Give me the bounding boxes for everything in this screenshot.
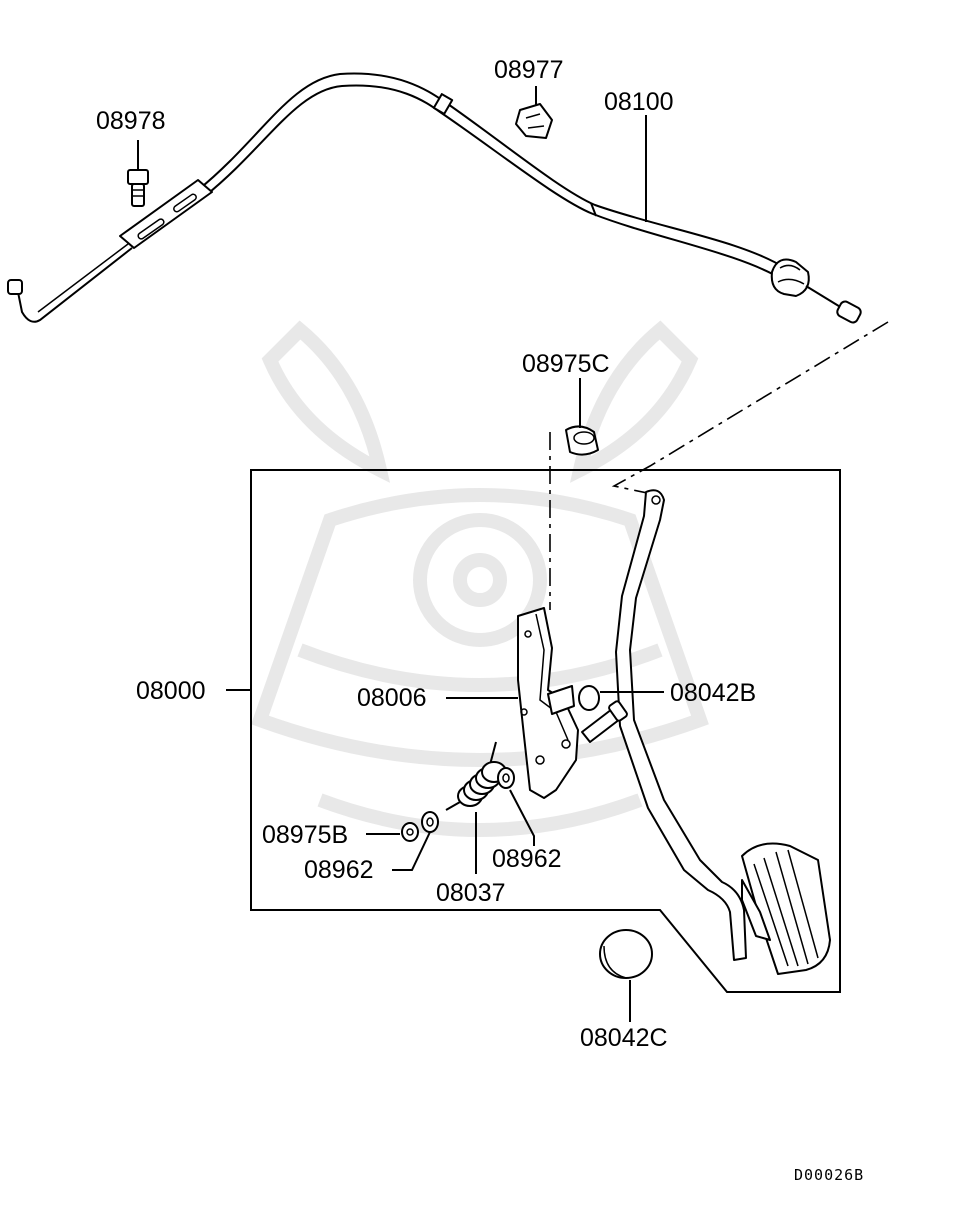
bolt-screw[interactable] — [127, 169, 149, 207]
pedal-arm[interactable] — [615, 489, 747, 961]
washer-right[interactable] — [497, 767, 515, 789]
label-08975C: 08975C — [522, 350, 610, 378]
bushing-08975B[interactable] — [401, 822, 419, 842]
label-08042C: 08042C — [580, 1024, 668, 1052]
diagram-code: D00026B — [794, 1166, 864, 1184]
label-08962-left: 08962 — [304, 856, 374, 884]
label-08962-right: 08962 — [492, 845, 562, 873]
pedal-stopper[interactable] — [599, 929, 653, 979]
label-08042B: 08042B — [670, 679, 756, 707]
watermark-emblem — [251, 320, 709, 837]
label-08100: 08100 — [604, 88, 674, 116]
cable-clip[interactable] — [515, 103, 553, 139]
pedal-assembly-frame — [250, 469, 841, 993]
cap-bushing-top[interactable] — [565, 425, 599, 456]
pedal-pad[interactable] — [741, 842, 831, 975]
label-08977: 08977 — [494, 56, 564, 84]
pivot-pin[interactable] — [581, 700, 628, 743]
label-08000: 08000 — [136, 677, 206, 705]
bushing-08042B[interactable] — [578, 685, 600, 711]
label-08975B: 08975B — [262, 821, 348, 849]
pedal-bracket[interactable] — [517, 607, 579, 799]
label-08037: 08037 — [436, 879, 506, 907]
label-08006: 08006 — [357, 684, 427, 712]
leader-lines — [137, 86, 664, 1022]
accelerator-cable[interactable] — [7, 72, 862, 325]
label-08978: 08978 — [96, 107, 166, 135]
return-spring[interactable] — [445, 741, 507, 811]
washer-left[interactable] — [421, 811, 439, 833]
